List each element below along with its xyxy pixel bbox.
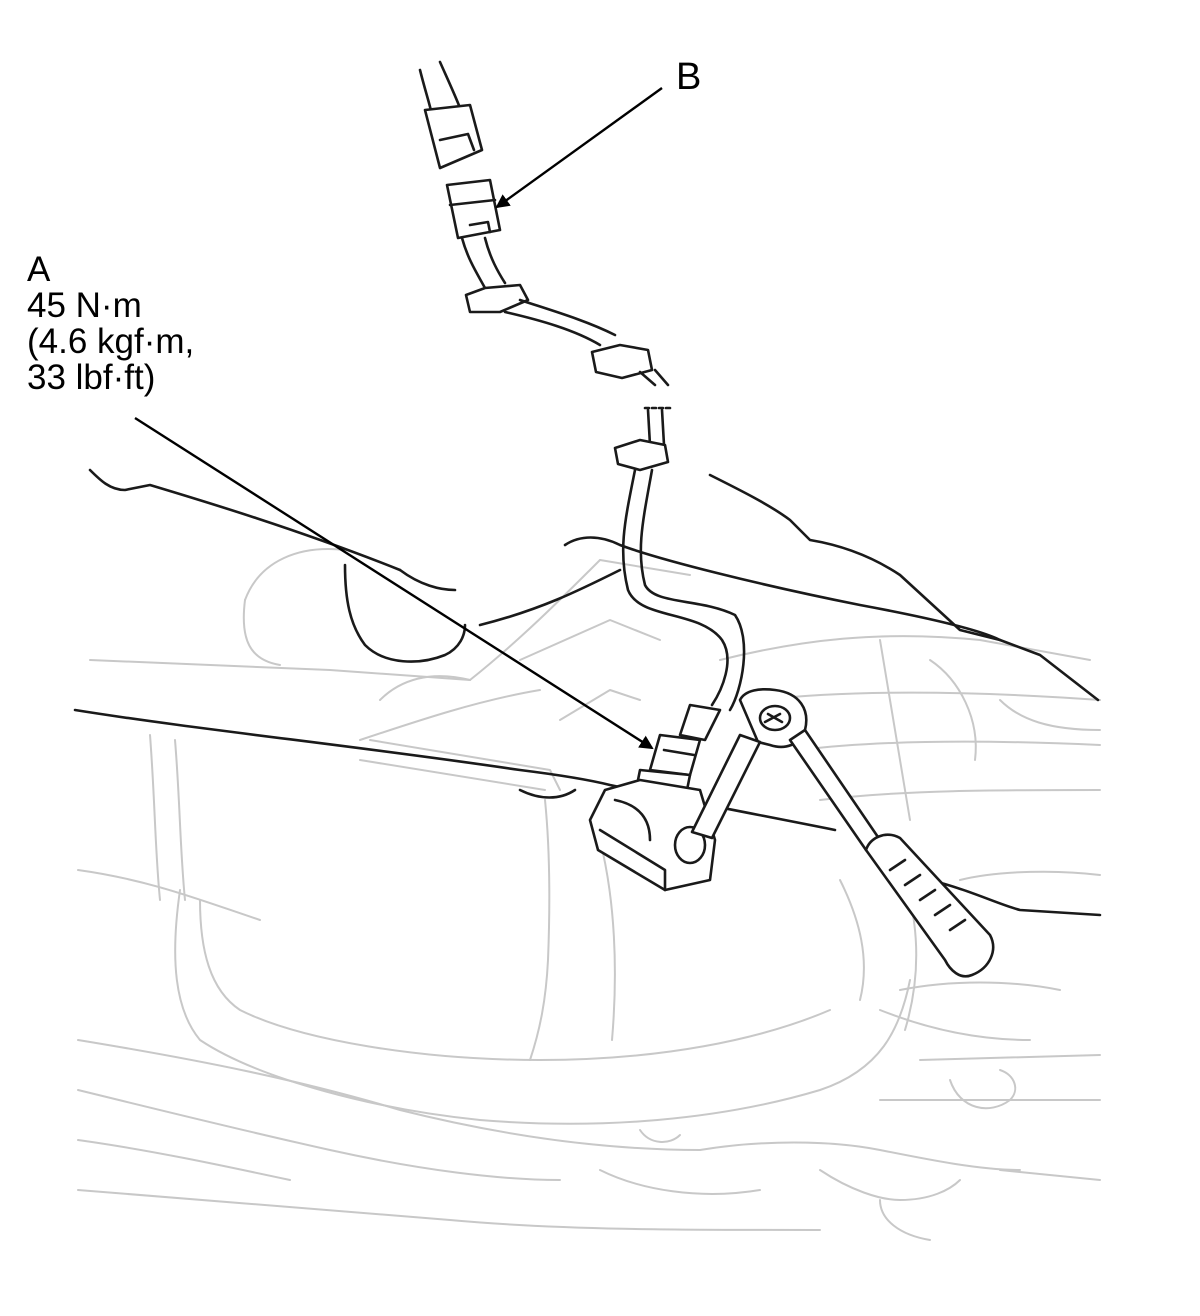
sensor-wire-harness — [418, 60, 746, 712]
leader-line-b — [495, 87, 663, 209]
callout-a: A 45 N·m (4.6 kgf·m, 33 lbf·ft) — [27, 252, 194, 396]
torque-kgfm: (4.6 kgf·m, — [27, 322, 195, 361]
body-outline — [73, 468, 1102, 917]
torque-nm: 45 N·m — [27, 286, 142, 325]
leader-line-a — [134, 416, 654, 750]
callout-b-label: B — [676, 56, 702, 98]
leader-lines — [134, 87, 663, 750]
callout-a-label: A — [27, 250, 51, 289]
torque-lbfft: 33 lbf·ft) — [27, 358, 156, 397]
undercarriage-background — [77, 548, 1101, 1241]
ratchet-wrench — [690, 688, 995, 978]
sensor-assembly — [588, 703, 722, 892]
